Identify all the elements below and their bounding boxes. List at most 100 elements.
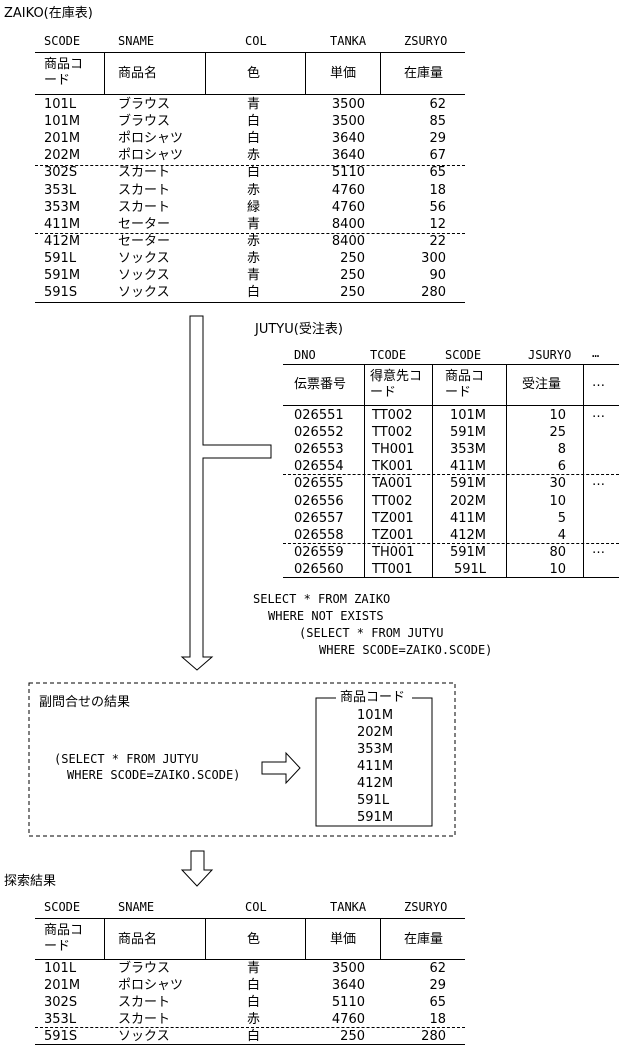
jutyu-ellipsis-1: …	[592, 406, 605, 421]
zaiko-row-4-scode: 302S	[44, 165, 78, 181]
jutyu-row-3-scode: 411M	[449, 459, 486, 475]
zaiko-row-1-sname: ブラウス	[118, 114, 171, 130]
flow-arrow-main	[180, 315, 272, 671]
zaiko-row-2-col: 白	[247, 131, 261, 147]
zaiko-row-4-tanka: 5110	[331, 165, 365, 181]
zaiko-key-zsuryo: ZSURYO	[404, 34, 448, 48]
jutyu-row-6-scode: 411M	[449, 510, 486, 526]
result-row-3-col: 赤	[247, 1011, 261, 1027]
zaiko-row-7-scode: 411M	[44, 216, 81, 232]
zaiko-row-10-tanka: 250	[340, 268, 365, 283]
zaiko-row-7-sname: セーター	[118, 216, 171, 232]
zaiko-row-1-tanka: 3500	[331, 114, 365, 130]
zaiko-row-0-sname: ブラウス	[118, 97, 171, 112]
zaiko-row-6-tanka: 4760	[331, 199, 365, 215]
jutyu-row-5-scode: 202M	[449, 493, 486, 509]
jutyu-row-0-dno: 026551	[294, 408, 344, 423]
jutyu-row-0-tcode: TT002	[372, 408, 413, 423]
zaiko-row-8-sname: セーター	[118, 233, 171, 249]
zaiko-row-9-col: 赤	[247, 250, 261, 266]
jutyu-key-more: …	[592, 346, 600, 360]
zaiko-row-8-tanka: 8400	[331, 233, 365, 249]
zaiko-row-7-tanka: 8400	[331, 216, 365, 232]
jutyu-colname-more: …	[592, 375, 605, 390]
result-row-1-scode: 201M	[44, 977, 81, 993]
jutyu-row-3-tcode: TK001	[372, 459, 414, 475]
zaiko-row-11-scode: 591S	[44, 285, 78, 301]
result-row-3-tanka: 4760	[331, 1011, 365, 1027]
query-line-3: (SELECT * FROM JUTYU	[299, 626, 444, 640]
jutyu-row-2-scode: 353M	[449, 442, 486, 458]
zaiko-row-3-col: 赤	[247, 148, 261, 164]
jutyu-row-7-dno: 026558	[294, 527, 344, 543]
subquery-title: 副問合せの結果	[39, 695, 131, 710]
jutyu-row-4-scode: 591M	[449, 476, 486, 492]
zaiko-colname-zsuryo: 在庫量	[404, 66, 444, 81]
zaiko-row-5-col: 赤	[247, 182, 261, 198]
zaiko-row-4-zsuryo: 65	[429, 165, 446, 181]
zaiko-title: ZAIKO(在庫表)	[4, 6, 93, 21]
jutyu-row-7-jsuryo: 4	[557, 527, 566, 543]
result-row-4-zsuryo: 280	[421, 1028, 446, 1044]
zaiko-key-sname: SNAME	[118, 34, 155, 48]
jutyu-row-6-jsuryo: 5	[557, 510, 566, 526]
result-code-bracket	[315, 697, 433, 827]
zaiko-row-5-zsuryo: 18	[429, 182, 446, 198]
result-row-2-tanka: 5110	[331, 994, 365, 1010]
jutyu-row-1-jsuryo: 25	[549, 425, 566, 441]
zaiko-row-6-zsuryo: 56	[429, 199, 446, 215]
result-key-col: COL	[245, 900, 267, 914]
zaiko-row-0-col: 青	[247, 97, 261, 112]
result-row-2-col: 白	[247, 994, 261, 1010]
zaiko-row-2-sname: ポロシャツ	[118, 131, 184, 147]
result-row-1-col: 白	[247, 977, 261, 993]
jutyu-row-4-dno: 026555	[294, 476, 344, 492]
jutyu-row-9-scode: 591L	[453, 561, 486, 577]
jutyu-row-6-tcode: TZ001	[372, 510, 414, 526]
zaiko-row-5-scode: 353L	[44, 182, 77, 198]
jutyu-row-8-dno: 026559	[294, 544, 344, 560]
zaiko-row-4-sname: スカート	[118, 165, 171, 181]
subquery-line-2: WHERE SCODE=ZAIKO.SCODE)	[67, 768, 241, 782]
result-row-4-scode: 591S	[44, 1028, 78, 1044]
zaiko-row-10-sname: ソックス	[118, 268, 170, 283]
zaiko-row-9-scode: 591L	[44, 250, 77, 266]
jutyu-row-4-jsuryo: 30	[549, 476, 566, 492]
result-row-2-sname: スカート	[118, 994, 171, 1010]
subquery-result-value: 412M	[357, 776, 394, 791]
zaiko-colname-sname: 商品名	[118, 66, 158, 81]
result-colname-scode-1: 商品コ	[44, 923, 84, 938]
result-row-4-tanka: 250	[340, 1028, 365, 1044]
subquery-result-value: 353M	[357, 742, 394, 757]
zaiko-colname-scode-1: 商品コ	[44, 57, 84, 72]
zaiko-row-1-zsuryo: 85	[429, 114, 446, 130]
zaiko-row-7-zsuryo: 12	[429, 216, 446, 232]
jutyu-row-1-tcode: TT002	[372, 425, 413, 441]
result-row-3-sname: スカート	[118, 1011, 171, 1027]
jutyu-row-2-tcode: TH001	[372, 442, 415, 458]
zaiko-row-11-sname: ソックス	[118, 285, 170, 301]
jutyu-row-8-jsuryo: 80	[549, 544, 566, 560]
zaiko-row-2-scode: 201M	[44, 131, 81, 147]
zaiko-row-6-sname: スカート	[118, 199, 171, 215]
result-colname-sname: 商品名	[118, 932, 158, 947]
zaiko-row-2-tanka: 3640	[331, 131, 365, 147]
result-colname-tanka: 単価	[330, 932, 357, 947]
jutyu-row-1-scode: 591M	[449, 425, 486, 441]
jutyu-row-9-tcode: TT001	[372, 561, 413, 577]
result-key-zsuryo: ZSURYO	[404, 900, 448, 914]
jutyu-colname-scode-2: ード	[445, 385, 472, 400]
zaiko-row-0-tanka: 3500	[331, 97, 365, 112]
subquery-result-value: 411M	[357, 759, 394, 774]
result-title: 探索結果	[4, 874, 57, 889]
subquery-box	[28, 682, 456, 837]
result-row-2-scode: 302S	[44, 994, 78, 1010]
result-row-0-scode: 101L	[44, 961, 77, 976]
zaiko-row-3-zsuryo: 67	[429, 148, 446, 164]
subquery-result-value: 591M	[357, 810, 394, 825]
jutyu-key-jsuryo: JSURYO	[528, 348, 572, 362]
zaiko-key-tanka: TANKA	[330, 34, 367, 48]
result-row-0-zsuryo: 62	[429, 961, 446, 976]
jutyu-key-dno: DNO	[294, 348, 316, 362]
result-row-2-zsuryo: 65	[429, 994, 446, 1010]
